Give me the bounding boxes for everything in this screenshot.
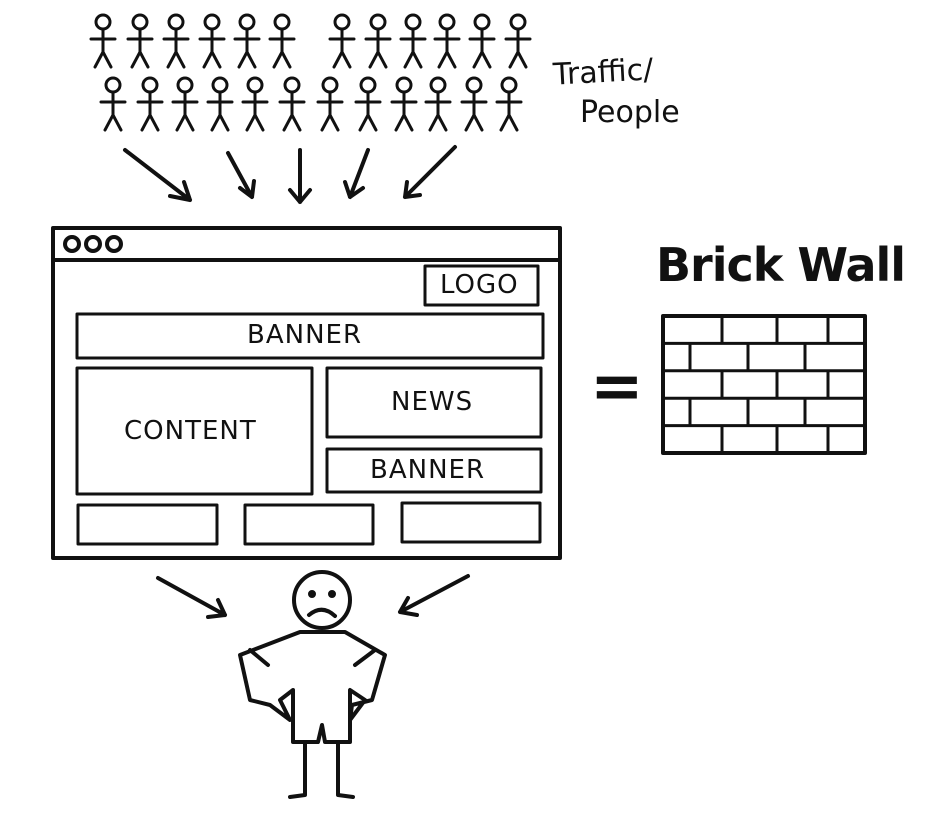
- stick-figure: [171, 76, 199, 132]
- stick-figure: [126, 13, 154, 69]
- brick-mortar-lines: [661, 314, 867, 455]
- stick-figure: [424, 76, 452, 132]
- side-banner-placeholder: BANNER: [370, 455, 486, 485]
- stick-figure: [460, 76, 488, 132]
- brick-wall: [661, 314, 867, 455]
- stick-figure: [433, 13, 461, 69]
- stick-figure: [316, 76, 344, 132]
- stick-figure: [390, 76, 418, 132]
- stick-figure: [206, 76, 234, 132]
- stick-figure: [233, 13, 261, 69]
- stick-figure: [364, 13, 392, 69]
- brick-lines: [661, 314, 867, 455]
- content-placeholder: CONTENT: [124, 416, 257, 446]
- logo-placeholder: LOGO: [440, 270, 519, 300]
- stick-figure: [328, 13, 356, 69]
- arrows-into-website: [123, 145, 457, 204]
- stick-figure: [278, 76, 306, 132]
- stick-figure: [99, 76, 127, 132]
- sad-user-figure: [238, 570, 387, 799]
- stick-figure: [504, 13, 532, 69]
- stick-figure: [399, 13, 427, 69]
- stick-figure: [89, 13, 117, 69]
- stick-figure: [495, 76, 523, 132]
- stick-figure: [468, 13, 496, 69]
- stick-figure: [241, 76, 269, 132]
- stick-figure: [268, 13, 296, 69]
- news-placeholder: NEWS: [391, 387, 474, 417]
- crowd-label-line2: People: [580, 95, 680, 130]
- website-window: [51, 226, 562, 560]
- equals-sign: =: [590, 350, 644, 424]
- stick-figure: [354, 76, 382, 132]
- stick-figure: [162, 13, 190, 69]
- stick-figure: [198, 13, 226, 69]
- crowd-label-line1: Traffic/: [552, 52, 655, 93]
- crowd-of-people: [89, 13, 532, 132]
- brick-wall-title: Brick Wall: [656, 238, 906, 292]
- arrows-to-user: [156, 574, 470, 619]
- top-banner-placeholder: BANNER: [247, 320, 363, 350]
- stick-figure: [136, 76, 164, 132]
